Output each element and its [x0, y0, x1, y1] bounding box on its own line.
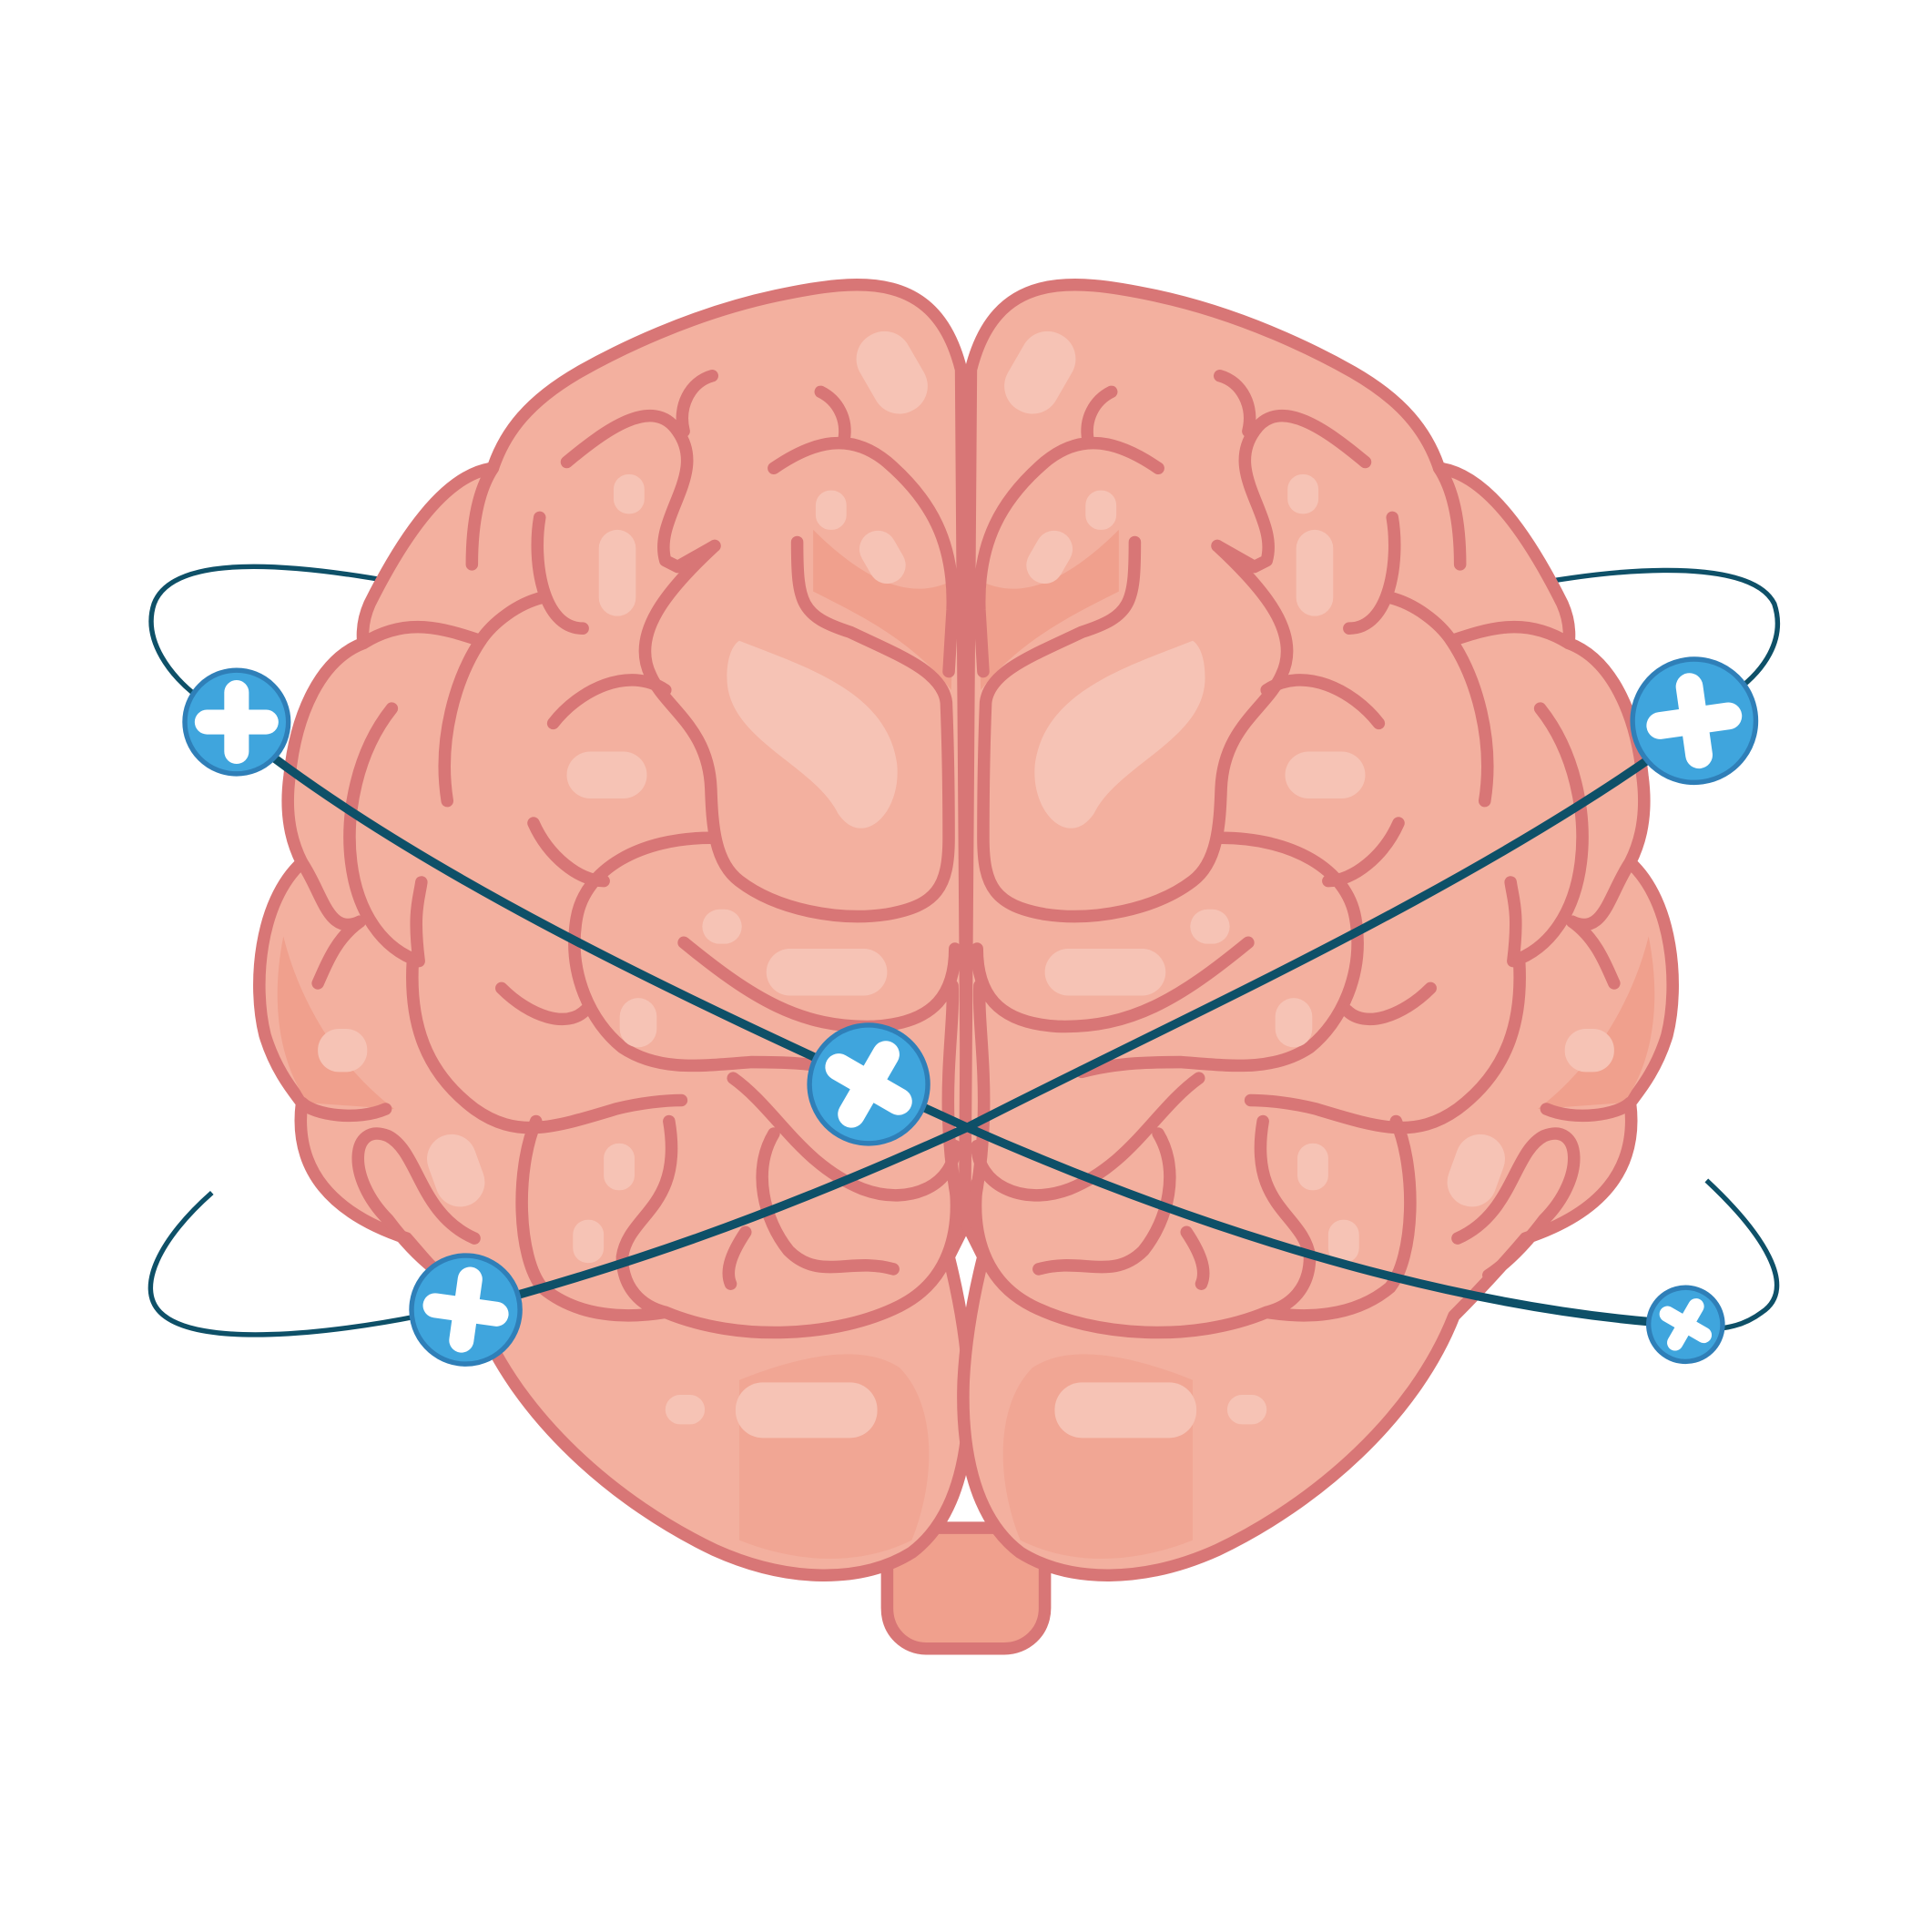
plus-icon: [422, 1266, 509, 1353]
plus-icon: [194, 680, 279, 765]
plus-icon: [1659, 1298, 1713, 1351]
plus-icon: [1646, 673, 1743, 769]
plus-marker: [807, 1022, 930, 1146]
plus-marker: [409, 1253, 523, 1367]
brain-stem: [880, 1521, 1052, 1655]
orbit-lines: [229, 722, 1699, 1329]
orbit-back-arcs: [147, 564, 1781, 1337]
left-hemisphere: [253, 279, 975, 1581]
plus-marker: [182, 667, 291, 777]
plus-icon: [825, 1041, 912, 1128]
right-hemisphere: [963, 285, 1673, 1575]
plus-marker: [1646, 1285, 1725, 1365]
plus-marker: [1630, 656, 1759, 786]
